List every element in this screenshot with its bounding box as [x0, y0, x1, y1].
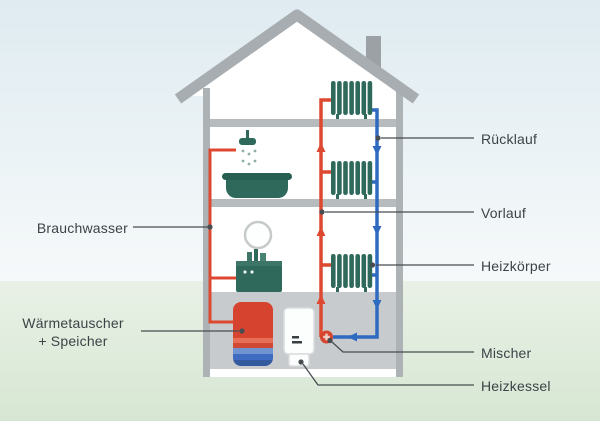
return-arrow-left-icon: [347, 332, 357, 342]
label-waermetauscher-line2: + Speicher: [38, 333, 108, 349]
left-wall: [203, 88, 210, 377]
label-ruecklauf: Rücklauf: [481, 131, 538, 147]
label-brauchwasser: Brauchwasser: [36, 220, 128, 236]
leader-heizkessel: [302, 363, 474, 386]
bathtub-icon: [222, 173, 292, 198]
return-arrow-down-icon: [372, 226, 382, 236]
label-mischer: Mischer: [481, 345, 532, 361]
supply-pipe: [316, 98, 333, 337]
floor-slab-top: [210, 119, 396, 127]
leader-mischer: [331, 341, 474, 353]
mirror-icon: [243, 220, 273, 250]
boiler-icon: [283, 307, 315, 367]
supply-arrow-up-icon: [316, 294, 326, 304]
supply-arrow-up-icon: [316, 226, 326, 236]
leader-lines: [133, 135, 474, 386]
label-heizkessel: Heizkessel: [481, 378, 551, 394]
radiator-icon: [331, 161, 373, 199]
floor-slab-middle: [210, 199, 396, 207]
dhw-pipe: [208, 148, 236, 324]
radiator-icon: [331, 254, 373, 292]
supply-arrow-up-icon: [316, 142, 326, 152]
right-wall: [396, 88, 403, 377]
radiator-icon: [331, 81, 373, 119]
shower-icon: [239, 130, 257, 166]
roof: [174, 9, 420, 104]
label-waermetauscher-line1: Wärmetauscher: [22, 315, 124, 331]
return-arrow-down-icon: [372, 146, 382, 156]
label-vorlauf: Vorlauf: [481, 205, 526, 221]
storage-tank-icon: [233, 302, 273, 366]
label-waermetauscher-speicher: Wärmetauscher + Speicher: [8, 314, 138, 350]
return-arrow-down-icon: [372, 300, 382, 310]
label-heizkoerper: Heizkörper: [481, 258, 551, 274]
sink-cabinet-icon: [236, 249, 282, 292]
gable: [188, 17, 406, 96]
